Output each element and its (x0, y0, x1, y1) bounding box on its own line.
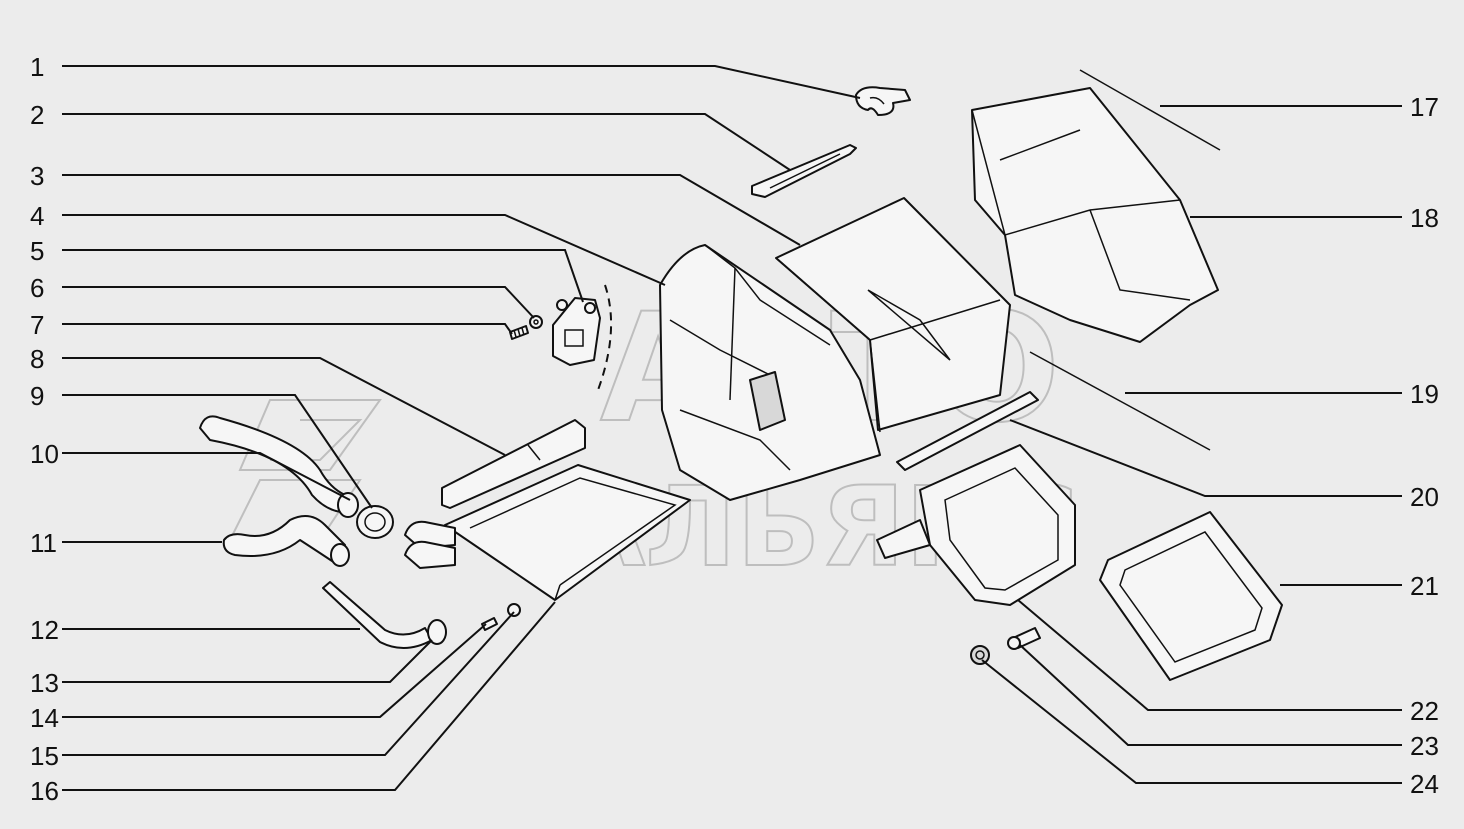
dashed-guide (597, 284, 613, 391)
part-19-rod (1029, 351, 1211, 451)
callout-3: 3 (30, 161, 44, 191)
callout-6: 6 (30, 273, 44, 303)
callout-13: 13 (30, 668, 59, 698)
callout-24: 24 (1410, 769, 1439, 799)
heater-core (404, 464, 691, 601)
part-4-housing-left (659, 244, 881, 501)
callout-7: 7 (30, 310, 44, 340)
part-20-strip (896, 391, 1039, 471)
part-10-hose (199, 415, 359, 518)
callout-17: 17 (1410, 92, 1439, 122)
part-5-actuator (552, 297, 601, 366)
callouts-right: 17 18 19 20 21 22 23 24 (1410, 92, 1439, 799)
part-17-rod (1079, 69, 1221, 151)
part-22-frame (876, 444, 1076, 606)
part-13-clamp (427, 619, 447, 645)
callout-19: 19 (1410, 379, 1439, 409)
part-3-housing (775, 197, 1011, 433)
part-9-clamp (356, 505, 394, 539)
callout-2: 2 (30, 100, 44, 130)
callout-8: 8 (30, 344, 44, 374)
part-24-nut (970, 645, 990, 665)
part-16-washer (507, 603, 521, 617)
callout-22: 22 (1410, 696, 1439, 726)
callout-21: 21 (1410, 571, 1439, 601)
callout-9: 9 (30, 381, 44, 411)
callout-20: 20 (1410, 482, 1439, 512)
callout-23: 23 (1410, 731, 1439, 761)
callout-10: 10 (30, 439, 59, 469)
part-12-tube (322, 581, 433, 649)
part-14-screw (481, 617, 498, 631)
part-1-clip (855, 86, 911, 116)
callout-16: 16 (30, 776, 59, 806)
part-6-washer (529, 315, 543, 329)
part-21-gasket (1099, 511, 1283, 681)
part-18-duct (971, 87, 1219, 343)
leader-lines (62, 65, 1402, 791)
callout-1: 1 (30, 52, 44, 82)
callout-11: 11 (30, 528, 57, 558)
callout-5: 5 (30, 236, 44, 266)
part-8-seal (441, 419, 586, 509)
callout-15: 15 (30, 741, 59, 771)
callout-14: 14 (30, 703, 59, 733)
part-2-strap (751, 144, 857, 198)
part-7-screw (509, 325, 529, 340)
part-11-hose (222, 515, 350, 567)
callout-18: 18 (1410, 203, 1439, 233)
callout-12: 12 (30, 615, 59, 645)
part-23-screw (1007, 627, 1041, 650)
callout-4: 4 (30, 201, 44, 231)
callouts-left: 1 2 3 4 5 6 7 8 9 10 11 12 13 14 15 16 (30, 52, 59, 806)
